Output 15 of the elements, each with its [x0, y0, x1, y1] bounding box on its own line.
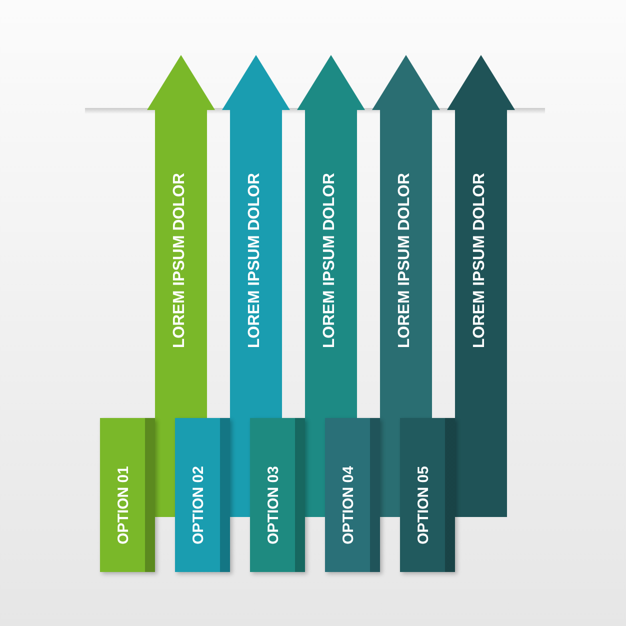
arrow-label: LOREM IPSUM DOLOR [321, 173, 339, 348]
arrow-label: LOREM IPSUM DOLOR [171, 173, 189, 348]
option-tab [100, 418, 155, 572]
option-label: OPTION 05 [415, 466, 432, 544]
arrow-label: LOREM IPSUM DOLOR [471, 173, 489, 348]
option-tab [175, 418, 230, 572]
option-label: OPTION 01 [115, 466, 132, 544]
option-label: OPTION 04 [340, 466, 357, 544]
arrow-label: LOREM IPSUM DOLOR [396, 173, 414, 348]
option-tab [400, 418, 455, 572]
option-tab [250, 418, 305, 572]
arrow-label: LOREM IPSUM DOLOR [246, 173, 264, 348]
option-tab [325, 418, 380, 572]
option-label: OPTION 03 [265, 466, 282, 544]
option-label: OPTION 02 [190, 466, 207, 544]
